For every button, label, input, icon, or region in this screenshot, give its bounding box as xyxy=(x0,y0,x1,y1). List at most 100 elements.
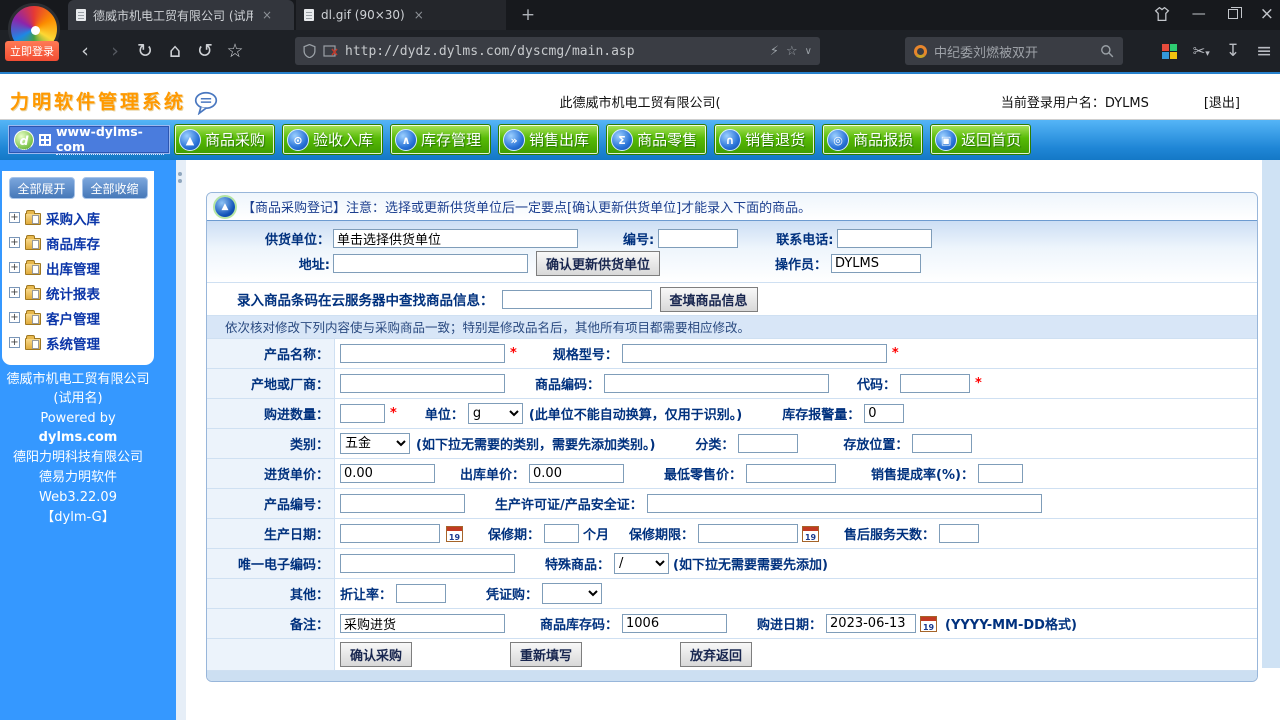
tab-close-icon[interactable]: × xyxy=(262,8,273,22)
search-input[interactable]: 中纪委刘燃被双开 xyxy=(934,45,1039,61)
supplier-addr-input[interactable] xyxy=(333,254,528,273)
expand-plus-icon[interactable]: + xyxy=(9,312,20,323)
frame-splitter[interactable] xyxy=(176,160,186,720)
sidebar-item-outbound[interactable]: + 出库管理 xyxy=(9,255,154,280)
browser-logo[interactable]: 立即登录 xyxy=(5,3,63,61)
tab-company[interactable]: 德威市机电工贸有限公司 (试用 × xyxy=(68,0,294,30)
search-icon[interactable] xyxy=(1100,44,1114,58)
expand-plus-icon[interactable]: + xyxy=(9,287,20,298)
reset-form-button[interactable]: 重新填写 xyxy=(510,642,583,667)
service-days-input[interactable] xyxy=(939,524,980,543)
prod-date-input[interactable] xyxy=(340,524,440,543)
expand-plus-icon[interactable]: + xyxy=(9,262,20,273)
close-icon[interactable]: × xyxy=(1259,4,1274,24)
reload-icon[interactable]: ↻ xyxy=(137,40,153,62)
out-price-input[interactable] xyxy=(529,464,625,483)
remark-input[interactable] xyxy=(340,614,505,633)
apps-grid-icon[interactable] xyxy=(1161,43,1177,59)
sidebar-item-system[interactable]: + 系统管理 xyxy=(9,330,154,355)
nav-home-button[interactable]: ▣ 返回首页 xyxy=(930,124,1032,155)
lookup-product-button[interactable]: 查填商品信息 xyxy=(659,286,758,312)
purchase-date-input[interactable] xyxy=(826,614,917,633)
address-bar[interactable]: http://dydz.dylms.com/dyscmg/main.asp ⚡ … xyxy=(295,37,820,65)
nav-retail-button[interactable]: Σ 商品零售 xyxy=(606,124,708,155)
collapse-all-button[interactable]: 全部收缩 xyxy=(81,177,148,199)
back-icon[interactable]: ‹ xyxy=(81,40,89,62)
logout-link[interactable]: [退出] xyxy=(1203,96,1240,111)
url-text[interactable]: http://dydz.dylms.com/dyscmg/main.asp xyxy=(345,43,635,59)
product-no-input[interactable] xyxy=(340,494,465,513)
minimize-icon[interactable]: — xyxy=(1191,6,1206,22)
category-select[interactable]: 五金 xyxy=(340,433,410,454)
login-user-text: 当前登录用户名：DYLMS xyxy=(1000,96,1149,111)
license-input[interactable] xyxy=(646,494,1042,513)
spec-input[interactable] xyxy=(621,344,887,363)
unit-select[interactable]: g xyxy=(467,403,523,424)
calendar-icon[interactable]: 19 xyxy=(920,615,938,632)
special-select[interactable]: / xyxy=(614,553,670,574)
dylms-logo-icon: d xyxy=(14,129,34,150)
expand-plus-icon[interactable]: + xyxy=(9,337,20,348)
operator-input[interactable] xyxy=(831,254,922,273)
calendar-icon[interactable]: 19 xyxy=(802,525,820,542)
sidebar-item-stock[interactable]: + 商品库存 xyxy=(9,230,154,255)
stock-code-input[interactable] xyxy=(622,614,728,633)
tab-close-icon[interactable]: × xyxy=(413,8,424,22)
supplier-unit-input[interactable] xyxy=(333,229,578,248)
home-icon[interactable]: ⌂ xyxy=(168,40,182,62)
undo-icon[interactable]: ↺ xyxy=(197,40,213,62)
nav-inspection-button[interactable]: ⊙ 验收入库 xyxy=(282,124,384,155)
forward-icon[interactable]: › xyxy=(111,40,119,62)
download-icon[interactable]: ↧ xyxy=(1225,41,1241,61)
expand-plus-icon[interactable]: + xyxy=(9,237,20,248)
supplier-phone-input[interactable] xyxy=(837,229,933,248)
class-input[interactable] xyxy=(738,434,799,453)
nav-returns-button[interactable]: ∩ 销售退货 xyxy=(714,124,816,155)
restore-icon[interactable] xyxy=(1227,7,1242,19)
expand-plus-icon[interactable]: + xyxy=(9,212,20,223)
menu-icon[interactable]: ≡ xyxy=(1256,40,1272,62)
lightning-icon[interactable]: ⚡ xyxy=(769,43,780,59)
nav-purchase-button[interactable]: ▲ 商品采购 xyxy=(174,124,276,155)
confirm-purchase-button[interactable]: 确认采购 xyxy=(340,642,413,667)
favorite-star-icon[interactable]: ☆ xyxy=(786,43,798,59)
supplier-no-input[interactable] xyxy=(658,229,739,248)
site-badge[interactable]: d www-dylms-com xyxy=(8,124,170,155)
purchase-price-input[interactable] xyxy=(340,464,435,483)
row-product-no: 产品编号： 生产许可证/产品安全证： xyxy=(207,489,1257,519)
dylms-link[interactable]: dylms.com xyxy=(38,430,118,445)
sidebar-item-reports[interactable]: + 统计报表 xyxy=(9,280,154,305)
search-box[interactable]: 中纪委刘燃被双开 xyxy=(905,37,1123,65)
warranty-limit-input[interactable] xyxy=(698,524,799,543)
product-code-input[interactable] xyxy=(604,374,830,393)
origin-input[interactable] xyxy=(340,374,505,393)
discount-input[interactable] xyxy=(396,584,447,603)
sidebar-item-purchase-inbound[interactable]: + 采购入库 xyxy=(9,205,154,230)
bookmark-star-icon[interactable]: ☆ xyxy=(226,40,244,62)
nav-damage-button[interactable]: ◎ 商品报损 xyxy=(822,124,924,155)
qty-input[interactable] xyxy=(340,404,385,423)
voucher-select[interactable] xyxy=(542,583,603,604)
calendar-icon[interactable]: 19 xyxy=(446,525,463,542)
theme-shirt-icon[interactable] xyxy=(1154,7,1170,21)
chevron-down-icon[interactable]: ∨ xyxy=(804,45,812,57)
short-code-input[interactable] xyxy=(900,374,971,393)
cancel-return-button[interactable]: 放弃返回 xyxy=(680,642,753,667)
tab-image[interactable]: dl.gif (90×30) × xyxy=(296,0,506,30)
scissors-icon[interactable]: ✂▾ xyxy=(1192,42,1210,60)
min-price-input[interactable] xyxy=(746,464,837,483)
confirm-supplier-button[interactable]: 确认更新供货单位 xyxy=(536,251,661,276)
stock-alarm-input[interactable] xyxy=(864,404,905,423)
warranty-input[interactable] xyxy=(544,524,580,543)
nav-inventory-button[interactable]: ∧ 库存管理 xyxy=(390,124,492,155)
nav-outbound-button[interactable]: » 销售出库 xyxy=(498,124,600,155)
new-tab-button[interactable]: + xyxy=(520,5,536,25)
sidebar-item-customers[interactable]: + 客户管理 xyxy=(9,305,154,330)
product-name-input[interactable] xyxy=(340,344,505,363)
login-now-badge[interactable]: 立即登录 xyxy=(5,41,59,61)
location-input[interactable] xyxy=(912,434,973,453)
expand-all-button[interactable]: 全部展开 xyxy=(8,177,75,199)
commission-input[interactable] xyxy=(977,464,1023,483)
ecode-input[interactable] xyxy=(340,554,515,573)
barcode-input[interactable] xyxy=(501,289,652,309)
